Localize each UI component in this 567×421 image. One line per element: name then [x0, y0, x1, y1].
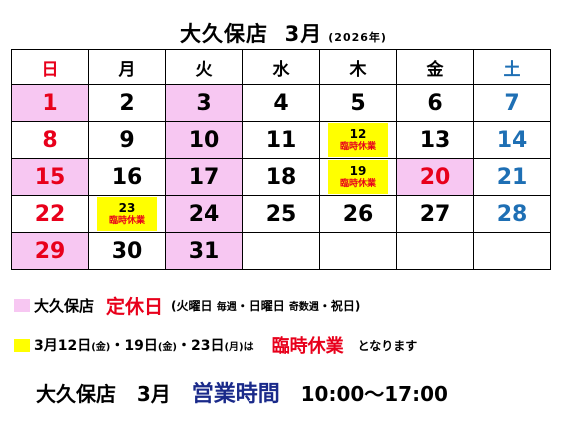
day-cell: 14: [473, 121, 551, 159]
title-year: (2026年): [328, 31, 387, 44]
day-cell: 20: [396, 158, 474, 196]
day-cell: 1: [11, 84, 89, 122]
note-part: ・日曜日: [236, 299, 289, 313]
hours-month: 3月: [136, 382, 171, 406]
title-month: 3月: [284, 22, 323, 46]
temp-closed-label: 臨時休業: [108, 216, 145, 226]
weekday-tue: 火: [165, 49, 243, 85]
regular-holiday-label: 定休日: [106, 296, 164, 318]
week-row: 1 2 3 4 5 6 7: [11, 84, 551, 122]
day-number: 12: [349, 127, 367, 141]
note-part: (火曜日: [171, 299, 217, 313]
day-cell: 11: [242, 121, 320, 159]
hours-time: 10:00〜17:00: [300, 382, 448, 406]
day-cell-empty: [473, 232, 551, 270]
temp-closed-label: 臨時休業: [339, 179, 376, 189]
store-name: 大久保店: [180, 22, 269, 46]
day-cell: 10: [165, 121, 243, 159]
hours-label: 営業時間: [191, 382, 280, 407]
temp-closed-label: 臨時休業: [339, 142, 376, 152]
pink-legend-swatch: [14, 299, 30, 312]
day-number: 23: [118, 201, 136, 215]
note-part: 毎週: [216, 302, 237, 313]
day-cell: 18: [242, 158, 320, 196]
temp-closed-box: 19 臨時休業: [328, 160, 388, 194]
day-cell: 27: [396, 195, 474, 233]
weekday-sun: 日: [11, 49, 89, 85]
week-row: 22 23 臨時休業 24 25 26 27 28: [11, 195, 551, 233]
day-cell: 17: [165, 158, 243, 196]
closure-date: ・23日: [177, 338, 225, 354]
weekday-header-row: 日 月 火 水 木 金 土: [11, 49, 551, 85]
day-cell-temp-closed: 12 臨時休業: [319, 121, 397, 159]
day-cell: 2: [88, 84, 166, 122]
closure-date: ・19日: [110, 338, 158, 354]
yellow-legend-swatch: [14, 338, 30, 352]
day-cell-empty: [319, 232, 397, 270]
regular-holiday-legend: 大久保店 定休日 (火曜日 毎週・日曜日 奇数週・祝日): [14, 292, 360, 319]
day-cell-empty: [242, 232, 320, 270]
week-row: 29 30 31: [11, 232, 551, 270]
closure-particle: は: [243, 341, 254, 353]
day-cell: 13: [396, 121, 474, 159]
weekday-sat: 土: [473, 49, 551, 85]
weekday-wed: 水: [242, 49, 320, 85]
day-cell: 8: [11, 121, 89, 159]
day-cell-empty: [396, 232, 474, 270]
calendar-table: 日 月 火 水 木 金 土 1 2 3 4 5 6 7 8 9 10 11 12…: [11, 49, 551, 270]
day-cell: 6: [396, 84, 474, 122]
weekday-thu: 木: [319, 49, 397, 85]
day-cell-temp-closed: 23 臨時休業: [88, 195, 166, 233]
closure-tail: となります: [357, 338, 418, 353]
note-part: ・祝日): [318, 299, 361, 313]
day-cell: 15: [11, 158, 89, 196]
day-cell: 24: [165, 195, 243, 233]
day-cell: 29: [11, 232, 89, 270]
legend-store: 大久保店: [34, 297, 95, 315]
hours-store: 大久保店: [36, 382, 116, 406]
day-cell: 16: [88, 158, 166, 196]
day-cell: 31: [165, 232, 243, 270]
holiday-note: (火曜日 毎週・日曜日 奇数週・祝日): [171, 297, 360, 314]
week-row: 8 9 10 11 12 臨時休業 13 14: [11, 121, 551, 159]
day-cell: 28: [473, 195, 551, 233]
day-cell: 5: [319, 84, 397, 122]
business-hours: 大久保店 3月 営業時間 10:00〜17:00: [36, 376, 448, 408]
day-cell: 26: [319, 195, 397, 233]
day-cell: 22: [11, 195, 89, 233]
closure-weekday: (金): [157, 341, 177, 353]
note-part: 奇数週: [288, 302, 319, 313]
closure-weekday: (月): [224, 341, 244, 353]
day-cell: 4: [242, 84, 320, 122]
closure-date: 3月12日: [34, 338, 92, 354]
page-title: 大久保店 3月 (2026年): [0, 18, 567, 48]
day-cell: 30: [88, 232, 166, 270]
temp-closed-box: 12 臨時休業: [328, 123, 388, 157]
day-cell: 25: [242, 195, 320, 233]
day-cell-temp-closed: 19 臨時休業: [319, 158, 397, 196]
temp-closed-box: 23 臨時休業: [97, 197, 157, 231]
weekday-fri: 金: [396, 49, 474, 85]
closure-weekday: (金): [91, 341, 111, 353]
day-cell: 9: [88, 121, 166, 159]
weekday-mon: 月: [88, 49, 166, 85]
day-cell: 21: [473, 158, 551, 196]
day-cell: 7: [473, 84, 551, 122]
temp-closed-legend-label: 臨時休業: [271, 336, 344, 357]
week-row: 15 16 17 18 19 臨時休業 20 21: [11, 158, 551, 196]
day-cell: 3: [165, 84, 243, 122]
day-number: 19: [349, 164, 367, 178]
temp-closure-legend: 3月12日(金)・19日(金)・23日(月)は 臨時休業 となります: [14, 332, 417, 358]
